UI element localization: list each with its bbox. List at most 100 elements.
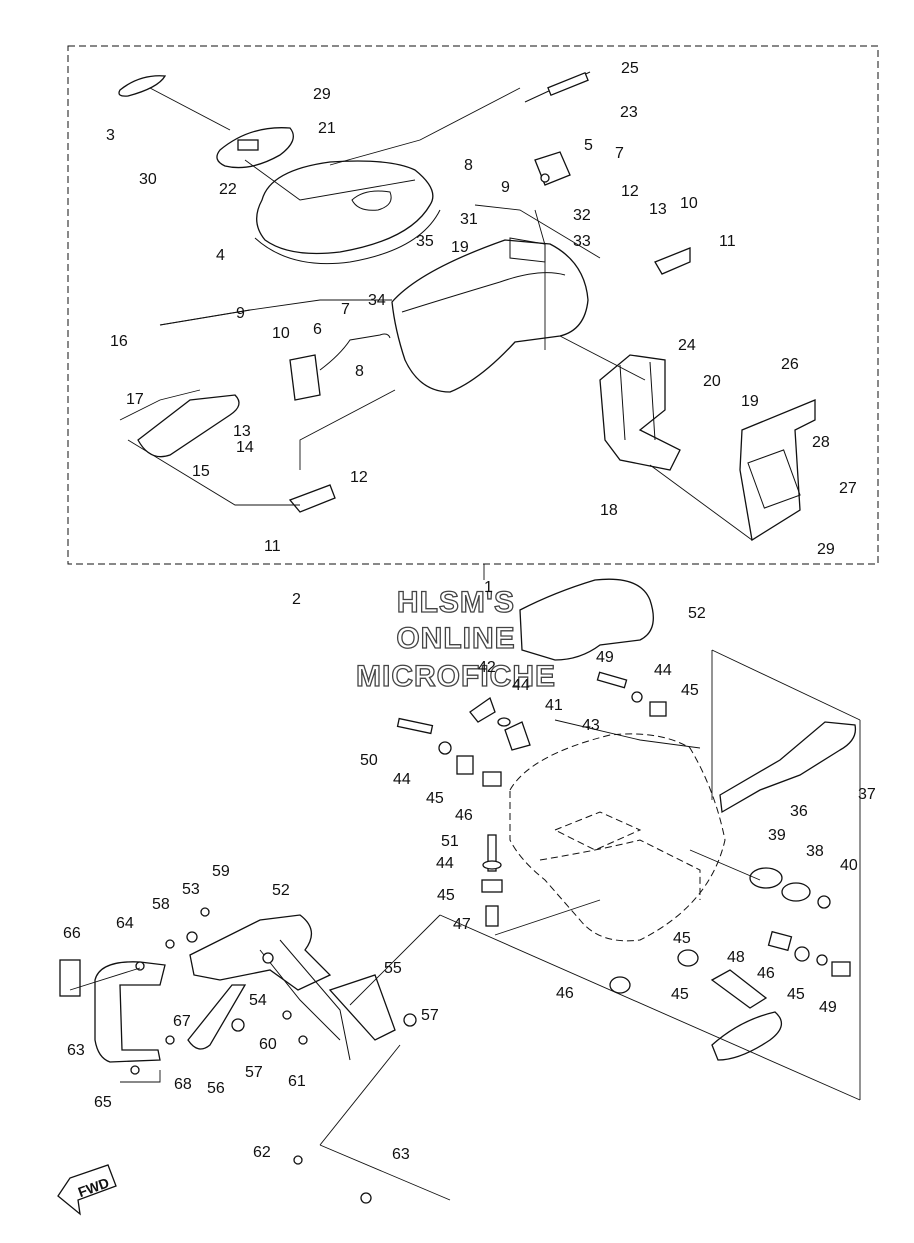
callout-label: 29	[817, 541, 835, 558]
callout-label: 42	[478, 659, 496, 676]
callout-label: 8	[464, 157, 473, 174]
callout-label: 46	[556, 985, 574, 1002]
callout-label: 67	[173, 1013, 191, 1030]
callout-label: 45	[673, 930, 691, 947]
callout-label: 45	[671, 986, 689, 1003]
callout-label: 58	[152, 896, 170, 913]
callout-label: 33	[573, 233, 591, 250]
callout-label: 19	[451, 239, 469, 256]
callout-label: 63	[67, 1042, 85, 1059]
callout-label: 68	[174, 1076, 192, 1093]
callout-label: 7	[615, 145, 624, 162]
callout-label: 11	[719, 233, 736, 250]
callout-label: 36	[790, 803, 808, 820]
mount-bracket-part	[599, 354, 681, 471]
callout-label: 35	[416, 233, 434, 250]
watermark-line-3: MICROFICHE	[356, 660, 556, 693]
callout-label: 63	[392, 1146, 410, 1163]
callout-label: 27	[839, 480, 857, 497]
callout-label: 7	[341, 301, 350, 318]
callout-label: 40	[840, 857, 858, 874]
callout-label: 45	[681, 682, 699, 699]
callout-label: 41	[545, 697, 563, 714]
callout-label: 44	[393, 771, 411, 788]
callout-label: 48	[727, 949, 745, 966]
callout-label: 37	[858, 786, 876, 803]
callout-label: 56	[207, 1080, 225, 1097]
callout-label: 64	[116, 915, 134, 932]
mount-frame-part	[189, 914, 332, 991]
callout-label: 6	[313, 321, 322, 338]
watermark-line-2: ONLINE	[396, 622, 515, 655]
assembly-ref-label: 1	[484, 579, 493, 596]
hinge-bar-part	[137, 394, 240, 458]
saddlebag-outline-part	[509, 733, 726, 942]
reflector-plate-part	[739, 399, 816, 542]
saddlebag-lid-part	[256, 160, 434, 255]
callout-label: 43	[582, 717, 600, 734]
callout-label: 47	[453, 916, 471, 933]
callout-label: 45	[437, 887, 455, 904]
callout-label: 39	[768, 827, 786, 844]
callout-label: 32	[573, 207, 591, 224]
callout-label: 38	[806, 843, 824, 860]
callout-label: 10	[272, 325, 290, 342]
callout-label: 22	[219, 181, 237, 198]
grab-rail-part	[94, 961, 166, 1063]
callout-label: 49	[596, 649, 614, 666]
callout-label: 46	[455, 807, 473, 824]
side-guard-part	[719, 721, 857, 814]
callout-label: 13	[233, 423, 251, 440]
callout-label: 8	[355, 363, 364, 380]
callout-label: 44	[436, 855, 454, 872]
callout-label: 45	[426, 790, 444, 807]
callout-label: 24	[678, 337, 696, 354]
callout-label: 53	[182, 881, 200, 898]
callout-label: 16	[110, 333, 128, 350]
callout-label: 20	[703, 373, 721, 390]
callout-label: 51	[441, 833, 459, 850]
callout-label: 11	[264, 538, 281, 555]
callout-label: 4	[216, 247, 225, 264]
callout-label: 52	[272, 882, 290, 899]
callout-label: 13	[649, 201, 667, 218]
saddlebag-cover-part	[519, 578, 654, 661]
emblem-part	[118, 75, 167, 97]
callout-label: 19	[741, 393, 759, 410]
callout-label: 10	[680, 195, 698, 212]
fwd-arrow-icon: FWD	[57, 1164, 117, 1216]
callout-label: 5	[584, 137, 593, 154]
callout-label: 46	[757, 965, 775, 982]
callout-label: 21	[318, 120, 336, 137]
watermark-line-1: HLSM'S	[397, 586, 515, 619]
callout-label: 9	[236, 305, 245, 322]
callout-label: 44	[512, 677, 530, 694]
callout-label: 60	[259, 1036, 277, 1053]
callout-label: 23	[620, 104, 638, 121]
callout-label: 12	[621, 183, 639, 200]
watermark: HLSM'S ONLINE MICROFICHE	[355, 585, 556, 693]
callout-label: 12	[350, 469, 368, 486]
callout-label: 18	[600, 502, 618, 519]
callout-label: 14	[236, 439, 254, 456]
assembly-frame	[67, 45, 879, 565]
callout-label: 26	[781, 356, 799, 373]
callout-label: 62	[253, 1144, 271, 1161]
callout-label: 52	[688, 605, 706, 622]
callout-layer: 1 23456778899101011111212131314151617181…	[63, 60, 876, 1163]
callout-label: 45	[787, 986, 805, 1003]
callout-label: 57	[421, 1007, 439, 1024]
callout-label: 25	[621, 60, 639, 77]
callout-label: 9	[501, 179, 510, 196]
callout-label: 50	[360, 752, 378, 769]
callout-label: 57	[245, 1064, 263, 1081]
saddlebag-body-part	[391, 239, 589, 393]
callout-label: 49	[819, 999, 837, 1016]
callout-label: 17	[126, 391, 144, 408]
callout-label: 31	[460, 211, 478, 228]
callout-label: 34	[368, 292, 386, 309]
callout-label: 59	[212, 863, 230, 880]
callout-label: 61	[288, 1073, 306, 1090]
callout-label: 65	[94, 1094, 112, 1111]
